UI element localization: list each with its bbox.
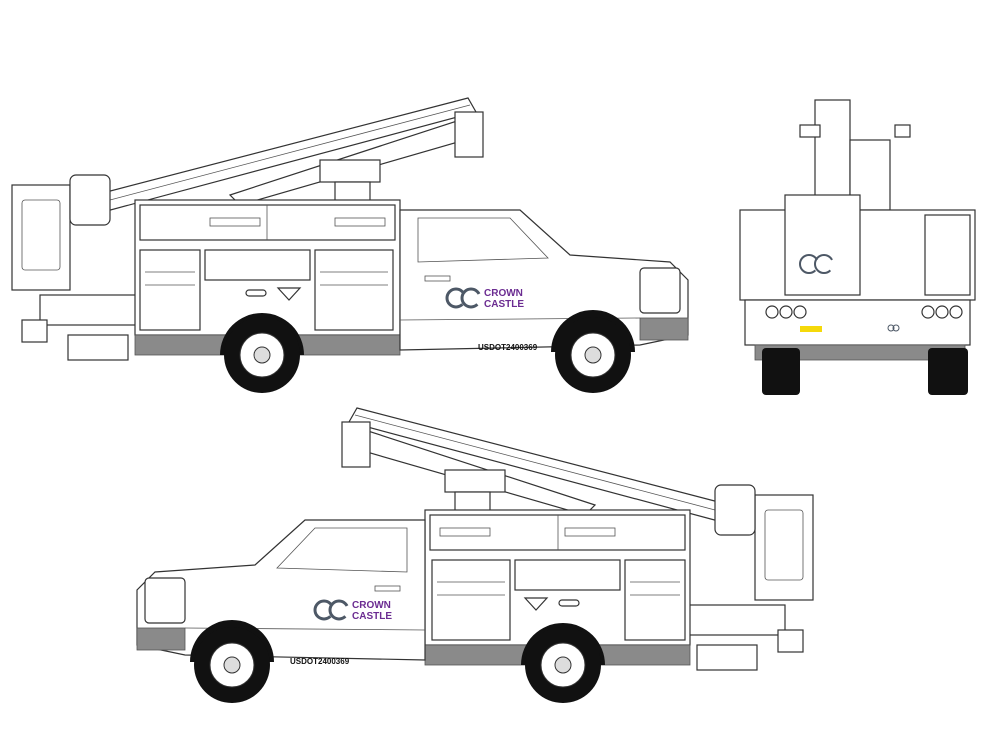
crown-castle-logo: CROWN CASTLE — [313, 599, 392, 622]
truck-side-view-right: CROWN CASTLE USDOT2400369 — [11, 97, 689, 394]
logo-line1: CROWN — [352, 600, 391, 611]
logo-line1: CROWN — [484, 288, 523, 299]
logo-line2: CASTLE — [484, 299, 524, 310]
usdot-number: USDOT2400369 — [478, 343, 538, 352]
logo-line2: CASTLE — [352, 611, 392, 622]
truck-rear-view — [739, 99, 976, 395]
crown-castle-logo: CROWN CASTLE — [445, 287, 524, 310]
usdot-number: USDOT2400369 — [290, 657, 350, 666]
rear-sticker — [800, 326, 822, 332]
truck-side-view-left: CROWN CASTLE USDOT2400369 — [136, 407, 814, 704]
